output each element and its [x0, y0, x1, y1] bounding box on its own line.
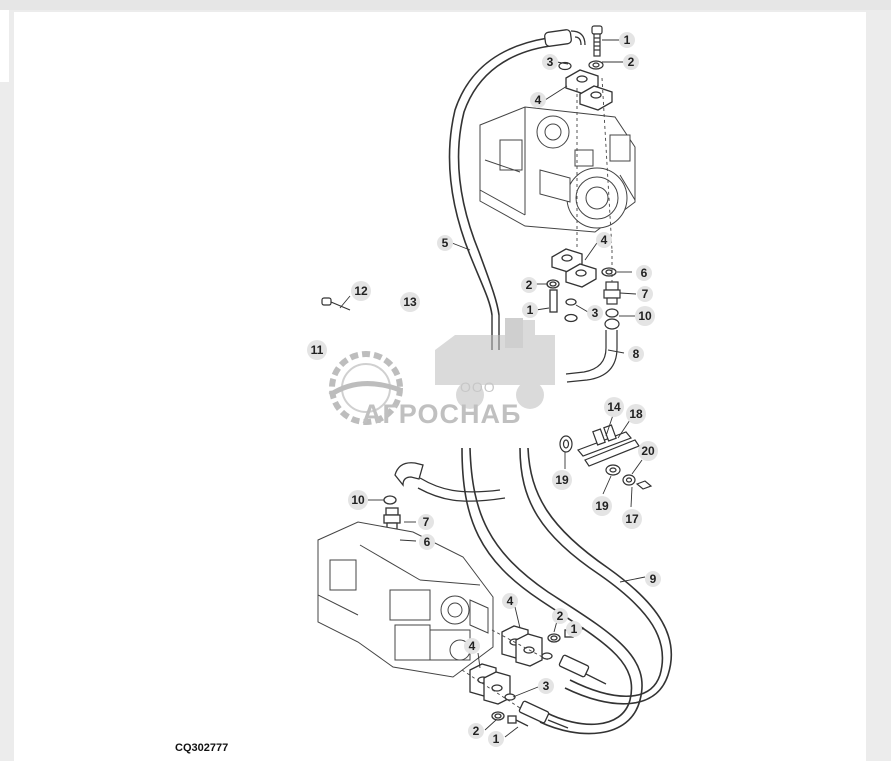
callout-label: 4 — [601, 233, 608, 247]
callout-label: 20 — [641, 444, 655, 458]
callout-label: 1 — [624, 33, 631, 47]
callout-label: 4 — [507, 594, 514, 608]
agrosnab-watermark: ООО АГРОСНАБ — [328, 318, 555, 429]
callout-label: 3 — [592, 306, 599, 320]
callout-label: 19 — [555, 473, 569, 487]
left-panel-edge — [0, 10, 9, 82]
callout-label: 12 — [354, 284, 368, 298]
upper-fitting-7-10 — [565, 281, 621, 383]
callout-label: 7 — [423, 515, 430, 529]
callout-label: 2 — [473, 724, 480, 738]
watermark-prefix: ООО — [460, 379, 496, 395]
callout-label: 5 — [442, 236, 449, 250]
callout-label: 14 — [607, 400, 621, 414]
upper-pump — [479, 106, 636, 233]
bracket-assembly — [559, 424, 653, 490]
callout-label: 11 — [311, 343, 324, 357]
upper-dash-lines — [576, 77, 613, 282]
upper-pump-lower-clamps — [546, 248, 617, 323]
callout-label: 9 — [650, 572, 657, 586]
callout-label: 6 — [424, 535, 431, 549]
callout-label: 2 — [628, 55, 635, 69]
callout-bubbles — [307, 32, 661, 747]
top-strip — [0, 0, 891, 10]
lower-dash-lines — [461, 629, 549, 709]
upper-flange-clamps — [565, 69, 613, 111]
hose-9 — [461, 447, 673, 735]
upper-hose-fitting — [544, 29, 586, 47]
callout-label: 17 — [625, 512, 639, 526]
callout-label: 19 — [595, 499, 609, 513]
callout-label: 3 — [547, 55, 554, 69]
callout-label: 4 — [535, 93, 542, 107]
callout-label: 2 — [557, 609, 564, 623]
callout-label: 10 — [351, 493, 365, 507]
upper-hose-5 — [448, 37, 551, 316]
callout-label: 7 — [642, 287, 649, 301]
callout-label: 6 — [641, 266, 648, 280]
upper-bolt — [558, 25, 604, 71]
callout-label: 2 — [526, 278, 533, 292]
lower-hose-fittings — [518, 654, 607, 729]
drawing-code: CQ302777 — [175, 742, 229, 754]
callout-labels: 1 2 3 4 5 4 6 2 7 1 3 10 8 12 13 11 14 1… — [311, 33, 657, 746]
callout-label: 4 — [469, 639, 476, 653]
callout-label: 1 — [527, 303, 534, 317]
callout-label: 18 — [629, 407, 643, 421]
callout-label: 10 — [638, 309, 652, 323]
callout-leaders — [339, 39, 646, 738]
callout-label: 1 — [571, 622, 578, 636]
watermark-name: АГРОСНАБ — [362, 399, 521, 429]
callout-label: 1 — [493, 732, 500, 746]
lower-pump — [317, 521, 494, 678]
callout-label: 8 — [633, 347, 640, 361]
bolt-12 — [321, 297, 351, 311]
callout-label: 3 — [543, 679, 550, 693]
callout-label: 13 — [403, 295, 417, 309]
